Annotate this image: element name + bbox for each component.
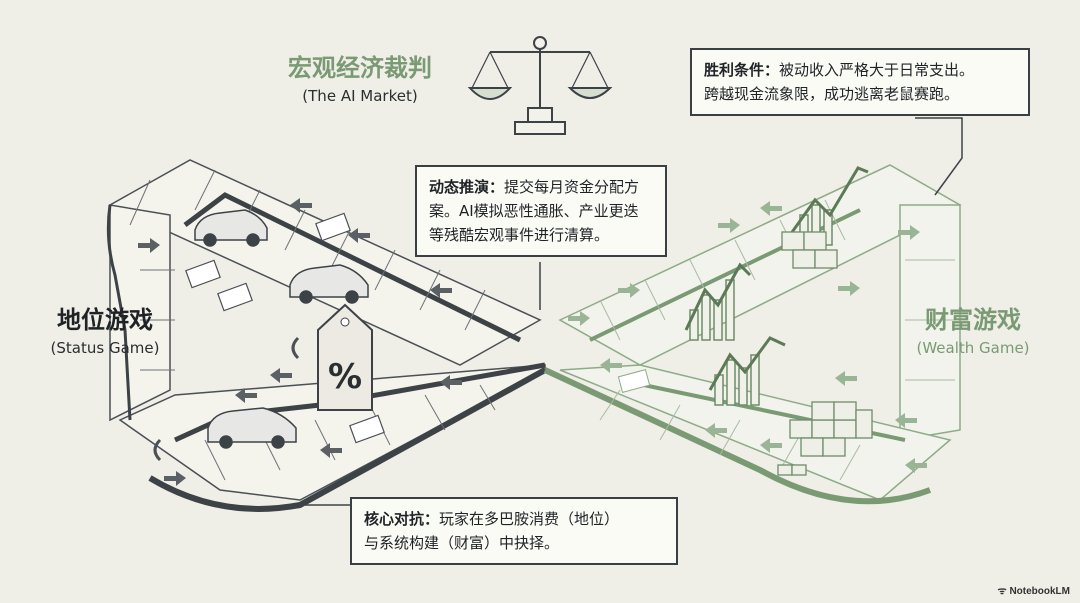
logo-mark-icon: ᯤ (997, 586, 1010, 597)
win-condition-callout: 胜利条件：被动收入严格大于日常支出。 跨越现金流象限，成功逃离老鼠赛跑。 (690, 48, 1030, 116)
building-block-icons (777, 231, 873, 476)
dynamic-line2: 案。AI模拟恶性通胀、产业更迭 (429, 202, 639, 220)
balance-scale-icon (467, 36, 613, 135)
wealth-board-edge (543, 367, 932, 505)
price-tag-symbol: % (328, 357, 362, 397)
mini-chart-card-icon (617, 369, 651, 393)
wealth-arrows (568, 201, 927, 473)
status-inner-rail (173, 192, 546, 443)
status-game-title: 地位游戏 (57, 306, 153, 334)
dynamic-heading: 动态推演： (429, 178, 505, 196)
status-game-subtitle: (Status Game) (50, 339, 160, 357)
car-icons (194, 209, 369, 449)
wealth-game-board (558, 164, 962, 501)
uturn-arrows (153, 336, 300, 462)
core-line1: 玩家在多巴胺消费（地位） (439, 510, 620, 528)
judge-subtitle: (The AI Market) (302, 87, 418, 105)
dynamic-line3: 等残酷宏观事件进行清算。 (429, 226, 610, 244)
win-line2: 跨越现金流象限，成功逃离老鼠赛跑。 (704, 85, 960, 103)
core-conflict-callout: 核心对抗：玩家在多巴胺消费（地位） 与系统构建（财富）中抉择。 (350, 497, 678, 565)
dynamic-simulation-callout: 动态推演：提交每月资金分配方 案。AI模拟恶性通胀、产业更迭 等残酷宏观事件进行… (415, 165, 667, 257)
judge-title: 宏观经济裁判 (288, 54, 432, 82)
core-heading: 核心对抗： (364, 510, 440, 528)
win-line1: 被动收入严格大于日常支出。 (779, 61, 975, 79)
judge-label: 宏观经济裁判 (The AI Market) (250, 48, 470, 105)
status-board-edge (148, 367, 547, 512)
win-heading: 胜利条件： (704, 61, 780, 79)
growth-chart-icons (684, 166, 869, 406)
logo-text: NotebookLM (1009, 586, 1070, 597)
wealth-game-subtitle: (Wealth Game) (916, 339, 1030, 357)
status-game-board (108, 159, 546, 501)
price-tag-icon: % (317, 303, 373, 411)
status-game-label: 地位游戏 (Status Game) (20, 300, 190, 357)
wealth-game-title: 财富游戏 (925, 306, 1021, 334)
callout-leaders (305, 117, 963, 506)
status-board-edge-top (106, 204, 132, 421)
core-line2: 与系统构建（财富）中抉择。 (364, 534, 560, 552)
notebooklm-logo: ᯤ NotebookLM (998, 583, 1070, 597)
status-arrows (138, 198, 462, 486)
wealth-game-label: 财富游戏 (Wealth Game) (888, 300, 1058, 357)
dynamic-line1: 提交每月资金分配方 (504, 178, 640, 196)
money-card-icons (185, 212, 385, 444)
